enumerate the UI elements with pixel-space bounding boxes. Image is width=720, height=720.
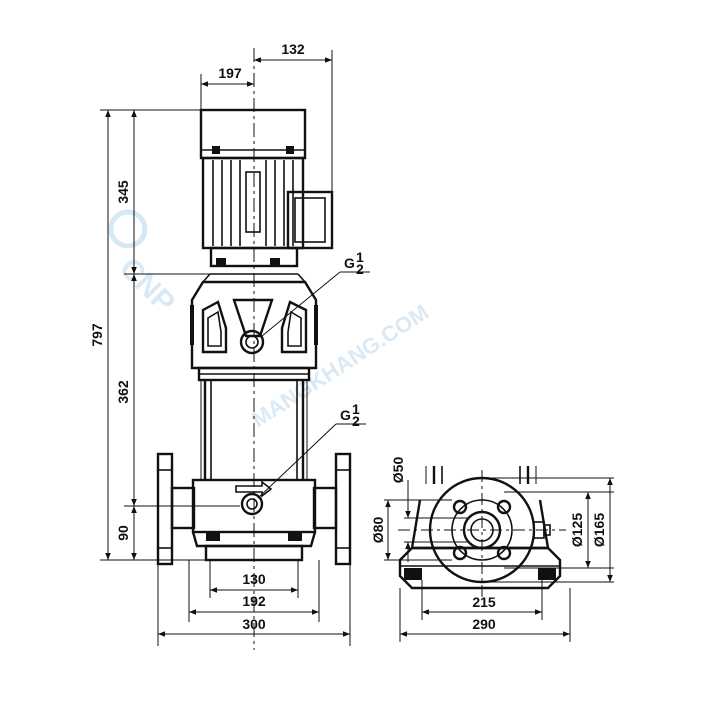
thread-upper-letter: G xyxy=(344,255,355,271)
dim-192: 192 xyxy=(242,593,266,609)
dim-797: 797 xyxy=(89,323,105,347)
pump-sleeve xyxy=(200,380,308,480)
side-view-dimensions: Ø50 Ø80 Ø125 Ø165 215 290 xyxy=(370,457,614,642)
motor xyxy=(199,108,334,268)
thread-upper-den: 2 xyxy=(356,261,364,277)
dim-362: 362 xyxy=(115,380,131,404)
dim-345: 345 xyxy=(115,180,131,204)
thread-upper-num: 1 xyxy=(356,249,364,265)
watermark-brand: CNP xyxy=(113,252,181,320)
dim-215: 215 xyxy=(472,594,496,610)
dim-132: 132 xyxy=(281,41,305,57)
dim-d125: Ø125 xyxy=(569,513,585,547)
dim-90: 90 xyxy=(115,525,131,541)
watermark: CNP MANGKHANG.COM xyxy=(108,209,433,432)
dim-290: 290 xyxy=(472,616,496,632)
dim-d165: Ø165 xyxy=(591,513,607,547)
dim-130: 130 xyxy=(242,571,266,587)
motor-cooling-fins xyxy=(212,160,294,246)
dim-197: 197 xyxy=(218,65,242,81)
front-view-dimensions: 132 197 797 345 362 90 130 192 xyxy=(89,41,351,646)
brand-logo-watermark: CNP xyxy=(108,209,181,320)
thread-lower-letter: G xyxy=(340,407,351,423)
dim-d50: Ø50 xyxy=(390,457,406,484)
thread-callout-lower: G 1 2 xyxy=(257,401,366,499)
dim-300: 300 xyxy=(242,616,266,632)
side-view xyxy=(398,466,562,590)
dim-d80: Ø80 xyxy=(370,517,386,544)
thread-lower-den: 2 xyxy=(352,413,360,429)
thread-callout-upper: G 1 2 xyxy=(261,249,370,337)
thread-lower-num: 1 xyxy=(352,401,360,417)
